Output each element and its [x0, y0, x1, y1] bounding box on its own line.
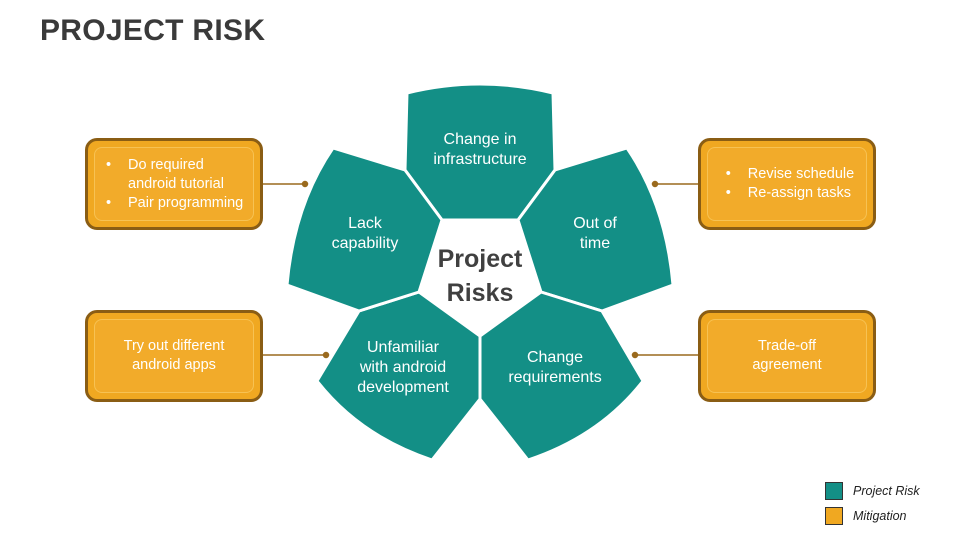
risk-petal-lower-left [315, 290, 482, 462]
mitigation-text: android apps [132, 357, 216, 373]
mitigation-item: Pair programming [106, 194, 248, 213]
legend-label: Project Risk [853, 484, 920, 498]
connectors [262, 180, 700, 359]
risk-petal-upper-right [516, 146, 675, 313]
mitigation-item: Revise schedule [726, 165, 854, 184]
legend-label: Mitigation [853, 509, 907, 523]
center-pentagon [419, 220, 541, 336]
mitigation-text: agreement [752, 357, 822, 373]
mitigation-item: Do required android tutorial [106, 156, 248, 194]
mitigation-text: Try out different [123, 338, 225, 354]
risk-petal-upper-left [285, 146, 444, 313]
legend-item-mitigation: Mitigation [825, 507, 907, 525]
page-title: PROJECT RISK [40, 14, 266, 47]
legend-swatch-risk [825, 482, 843, 500]
mitigation-text: Trade-off [757, 338, 816, 354]
legend-item-project-risk: Project Risk [825, 482, 920, 500]
connector-dot-lower-right [631, 351, 639, 359]
mitigation-box-upper-left: Do required android tutorial Pair progra… [85, 138, 263, 230]
connector-dot-upper-left [301, 180, 309, 188]
mitigation-box-lower-left: Try out different android apps [85, 310, 263, 402]
mitigation-list-upper-left: Do required android tutorial Pair progra… [100, 156, 248, 213]
mitigation-list-upper-right: Revise schedule Re-assign tasks [720, 165, 854, 203]
legend-swatch-mitigation [825, 507, 843, 525]
risk-petal-top [403, 82, 557, 222]
mitigation-item: Re-assign tasks [726, 184, 854, 203]
connector-dot-lower-left [322, 351, 330, 359]
mitigation-box-lower-right: Trade-off agreement [698, 310, 876, 402]
connector-dot-upper-right [651, 180, 659, 188]
risk-petal-lower-right [478, 290, 645, 462]
mitigation-box-upper-right: Revise schedule Re-assign tasks [698, 138, 876, 230]
